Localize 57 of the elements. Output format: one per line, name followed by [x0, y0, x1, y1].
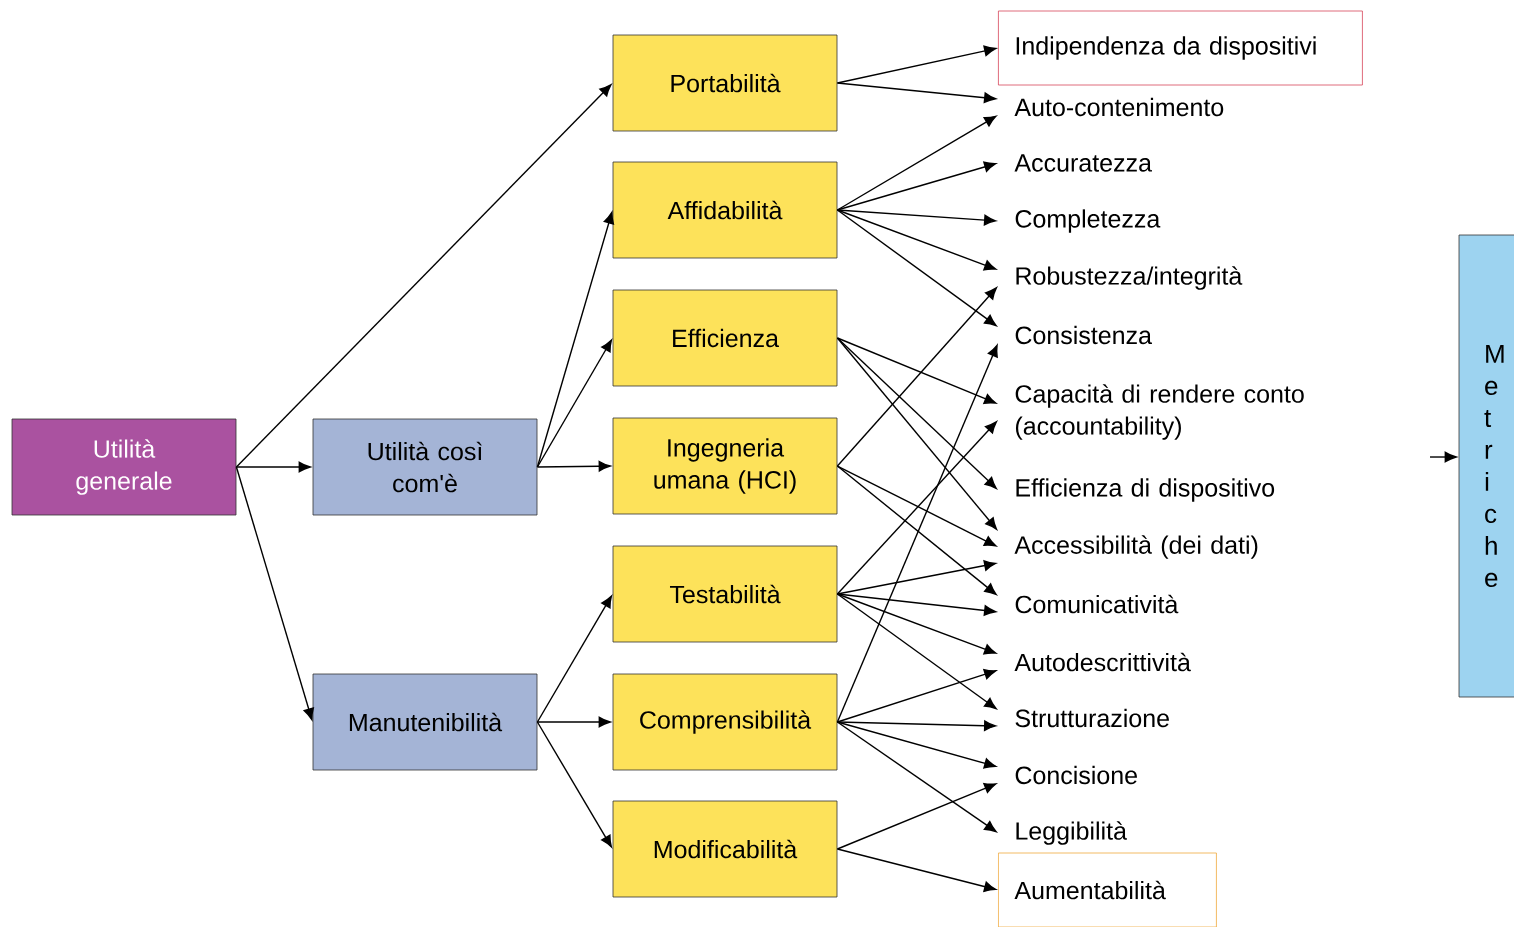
process-box: Portabilità — [612, 34, 838, 132]
highlight-box: Indipendenza da dispositivi — [998, 10, 1363, 86]
highlight-box: Aumentabilità — [998, 852, 1217, 927]
process-box: Testabilità — [612, 545, 838, 643]
arrow — [836, 465, 997, 547]
arrow — [836, 337, 998, 530]
leaf-label: Completezza — [1015, 209, 1161, 233]
arrow — [235, 84, 612, 468]
arrow — [836, 421, 997, 595]
arrow — [836, 465, 997, 596]
process-box: Modificabilità — [612, 800, 838, 898]
arrow — [836, 720, 997, 732]
arrow — [836, 209, 997, 271]
arrow — [836, 560, 997, 595]
arrow — [836, 344, 998, 723]
arrow — [836, 209, 997, 327]
leaf-label: Strutturazione — [1015, 708, 1169, 728]
leaf-label: Capacità di rendere conto (accountability) — [1015, 384, 1304, 440]
process-box: Manutenibilità — [312, 673, 538, 771]
arrow — [836, 337, 997, 404]
process-box: Affidabilità — [612, 161, 838, 259]
arrow — [536, 716, 611, 728]
card-box: Utilità generale — [11, 418, 237, 516]
process-box: Ingegneria umana (HCI) — [612, 417, 838, 515]
arrow — [235, 466, 314, 721]
arrow — [836, 721, 997, 833]
arrow — [836, 82, 997, 104]
arrow — [836, 593, 997, 710]
arrow — [836, 593, 997, 616]
arrow — [536, 595, 613, 723]
leaf-label: Auto-contenimento — [1014, 97, 1224, 117]
process-box: Utilità così com'è — [312, 418, 538, 516]
leaf-label: Leggibilità — [1016, 821, 1127, 845]
arrow — [1429, 451, 1457, 463]
arrow — [536, 211, 615, 468]
arrow — [536, 721, 612, 848]
arrow — [536, 460, 611, 472]
leaf-label: Consistenza — [1015, 325, 1152, 345]
arrow — [836, 209, 997, 226]
arrow — [836, 848, 997, 892]
leaf-label: Concisione — [1015, 765, 1137, 785]
arrow — [836, 721, 997, 769]
arrow — [836, 287, 998, 467]
arrow — [836, 593, 997, 655]
leaf-label: Efficienza di dispositivo — [1016, 478, 1275, 502]
process-box: Efficienza — [612, 289, 838, 387]
leaf-label: Robustezza/integrità — [1016, 266, 1243, 290]
process-box: Comprensibilità — [612, 673, 838, 771]
leaf-label: Accuratezza — [1014, 154, 1152, 172]
leaf-label: Accessibilità (dei dati) — [1014, 535, 1258, 559]
metric-bar: Metriche — [1458, 234, 1514, 698]
arrow — [836, 783, 997, 850]
leaf-label: Autodescrittività — [1014, 652, 1191, 672]
arrow — [836, 115, 997, 211]
arrow — [235, 461, 311, 473]
arrow — [536, 339, 613, 468]
leaf-label: Comunicatività — [1015, 594, 1179, 614]
